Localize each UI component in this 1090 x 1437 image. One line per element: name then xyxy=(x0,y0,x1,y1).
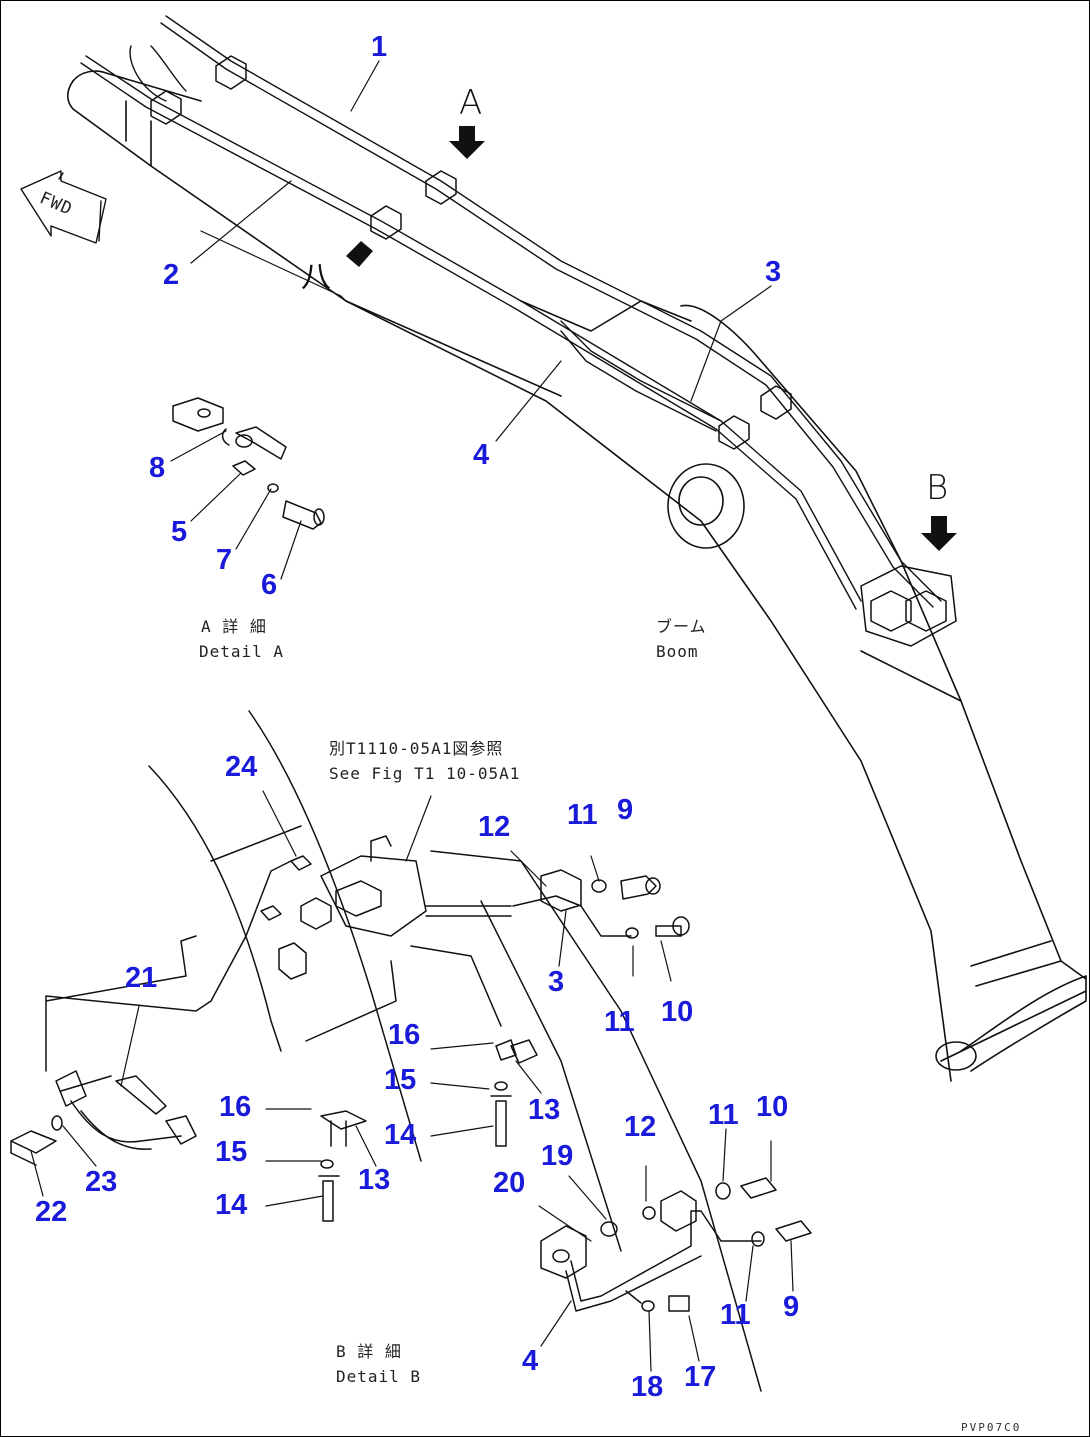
callout-6: 6 xyxy=(261,569,278,601)
section-line xyxy=(200,230,347,302)
callout-3: 3 xyxy=(765,256,782,288)
callout-5: 5 xyxy=(171,516,188,548)
reference-en: See Fig T1 10-05A1 xyxy=(329,764,521,783)
detail-a-en: Detail A xyxy=(199,642,285,661)
callout-20: 20 xyxy=(493,1167,526,1199)
callout-14: 14 xyxy=(215,1189,248,1221)
detail-b-boom-outline xyxy=(148,710,762,1392)
callout-23: 23 xyxy=(85,1166,118,1198)
callout-16: 16 xyxy=(219,1091,252,1123)
callout-9-lower: 9 xyxy=(783,1291,800,1323)
callout-18: 18 xyxy=(631,1371,664,1403)
callout-11-detail: 11 xyxy=(604,1006,635,1038)
callout-12-lower: 12 xyxy=(624,1111,657,1143)
callout-1: 1 xyxy=(371,31,388,63)
section-marker-a: 八 xyxy=(301,260,331,295)
detail-b-parts xyxy=(10,835,812,1312)
detail-a-jp: A 詳 細 xyxy=(201,617,267,636)
callout-12: 12 xyxy=(478,811,511,843)
callout-22: 22 xyxy=(35,1196,68,1228)
callout-3-detail: 3 xyxy=(548,966,565,998)
callout-21: 21 xyxy=(125,962,158,994)
callout-17: 17 xyxy=(684,1361,717,1393)
hose-clamps xyxy=(150,55,957,647)
callout-13: 13 xyxy=(358,1164,391,1196)
view-marker-b: B xyxy=(926,468,949,508)
callout-2: 2 xyxy=(163,259,180,291)
reference-jp: 別T1110-05A1図参照 xyxy=(329,739,504,758)
callout-14-upper: 14 xyxy=(384,1119,417,1151)
callout-11-bottom: 11 xyxy=(720,1299,751,1331)
boom-en: Boom xyxy=(656,642,699,661)
detail-b-jp: B 詳 細 xyxy=(336,1342,402,1361)
callout-10: 10 xyxy=(661,996,694,1028)
fwd-arrow-icon xyxy=(20,170,107,244)
callout-4-lower: 4 xyxy=(522,1345,539,1377)
detail-b-en: Detail B xyxy=(336,1367,422,1386)
callout-4: 4 xyxy=(473,439,490,471)
view-marker-a: A xyxy=(459,83,483,123)
leader-lines xyxy=(30,60,794,1372)
callout-19: 19 xyxy=(541,1140,574,1172)
callout-15: 15 xyxy=(215,1136,248,1168)
callout-11: 11 xyxy=(567,799,598,831)
callout-13-upper: 13 xyxy=(528,1094,561,1126)
callout-10-lower: 10 xyxy=(756,1091,789,1123)
callout-8: 8 xyxy=(149,452,166,484)
detail-a-parts xyxy=(172,397,325,530)
boom-outline xyxy=(66,70,1087,1082)
callout-24: 24 xyxy=(225,751,258,783)
callout-9: 9 xyxy=(617,794,634,826)
hose-lines xyxy=(80,15,942,610)
drawing-code: PVP07C0 xyxy=(961,1421,1022,1434)
callout-16-upper: 16 xyxy=(388,1019,421,1051)
callout-15-upper: 15 xyxy=(384,1064,417,1096)
boom-jp: ブーム xyxy=(656,617,707,636)
callout-7: 7 xyxy=(216,544,233,576)
view-arrows xyxy=(346,126,957,551)
callout-11-lower: 11 xyxy=(708,1099,739,1131)
